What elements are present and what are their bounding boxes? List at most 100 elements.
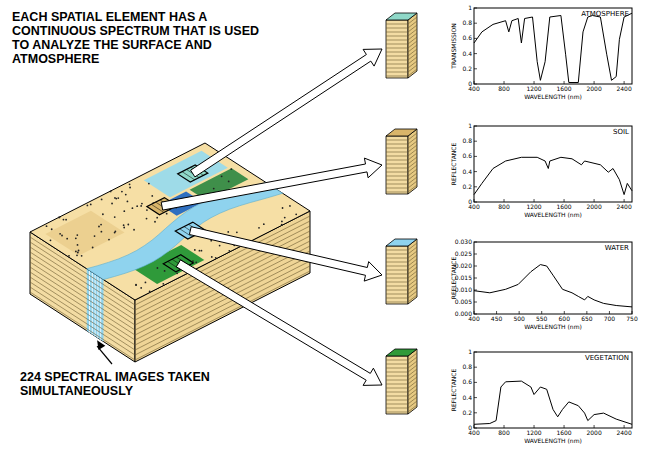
drawing-stroke	[211, 256, 213, 258]
drawing-stroke	[65, 219, 67, 221]
tick-label: 400	[468, 316, 479, 322]
drawing-stroke	[386, 192, 408, 193]
drawing-stroke	[408, 145, 417, 152]
tick-label: 0.030	[455, 239, 472, 245]
drawing-stroke	[408, 353, 417, 360]
tick-mark	[624, 199, 625, 202]
drawing-stroke	[408, 177, 417, 184]
tick-label: 1200	[526, 430, 541, 436]
drawing-stroke	[30, 282, 135, 350]
tick-label: 0.2	[462, 410, 472, 416]
drawing-stroke	[408, 29, 417, 36]
tick-label: 1	[468, 5, 472, 11]
drawing-stroke	[386, 176, 408, 177]
tick-mark	[624, 425, 625, 428]
tick-mark	[504, 425, 505, 428]
drawing-stroke	[219, 245, 221, 247]
drawing-stroke	[408, 57, 417, 64]
drawing-stroke	[157, 267, 159, 269]
pixel-stack	[386, 246, 408, 304]
tick-label: 2000	[586, 430, 601, 436]
drawing-stroke	[145, 282, 147, 284]
drawing-stroke	[89, 271, 90, 333]
spectrum-curve	[474, 381, 632, 424]
drawing-stroke	[123, 227, 125, 229]
tick-mark	[534, 81, 535, 84]
drawing-stroke	[386, 140, 408, 141]
tick-mark	[564, 81, 565, 84]
drawing-stroke	[213, 188, 215, 190]
drawing-stroke	[408, 17, 417, 24]
drawing-stroke	[176, 272, 178, 274]
drawing-stroke	[386, 282, 408, 283]
tick-mark	[474, 171, 477, 172]
drawing-stroke	[408, 243, 417, 250]
tick-mark	[474, 141, 477, 142]
drawing-stroke	[408, 373, 417, 380]
tick-label: 0.6	[462, 379, 472, 385]
tick-mark	[594, 81, 595, 84]
drawing-stroke	[408, 357, 417, 364]
drawing-stroke	[386, 168, 408, 169]
tick-mark	[474, 199, 475, 202]
drawing-stroke	[386, 388, 408, 389]
tick-mark	[474, 53, 477, 54]
tick-mark	[474, 186, 477, 187]
drawing-stroke	[162, 283, 164, 285]
drawing-stroke	[408, 361, 417, 368]
drawing-stroke	[61, 235, 63, 237]
drawing-stroke	[140, 287, 142, 289]
drawing-stroke	[63, 219, 65, 221]
drawing-stroke	[386, 152, 408, 153]
drawing-stroke	[408, 263, 417, 270]
drawing-stroke	[386, 164, 408, 165]
drawing-stroke	[151, 195, 153, 197]
tick-mark	[474, 81, 475, 84]
pixel-stack	[386, 20, 408, 78]
tick-label: 400	[468, 430, 479, 436]
tick-mark	[474, 425, 475, 428]
drawing-stroke	[90, 204, 92, 206]
drawing-stroke	[386, 376, 408, 377]
drawing-stroke	[408, 181, 417, 188]
tick-label: 0.4	[462, 169, 472, 175]
tick-mark	[594, 425, 595, 428]
tick-mark	[474, 382, 477, 383]
drawing-stroke	[408, 149, 417, 156]
drawing-stroke	[408, 377, 417, 384]
drawing-stroke	[68, 255, 70, 257]
drawing-stroke	[164, 270, 166, 272]
tick-mark	[474, 311, 475, 314]
tick-label: 800	[498, 86, 509, 92]
drawing-stroke	[408, 53, 417, 60]
drawing-stroke	[386, 188, 408, 189]
drawing-stroke	[146, 218, 148, 220]
tick-mark	[496, 311, 497, 314]
chart-frame	[474, 242, 632, 314]
drawing-stroke	[386, 144, 408, 145]
drawing-stroke	[76, 254, 78, 256]
drawing-stroke	[50, 239, 52, 241]
drawing-stroke	[408, 21, 417, 28]
drawing-stroke	[386, 156, 408, 157]
tick-mark	[474, 412, 477, 413]
axis-title: WAVELENGTH (nm)	[524, 438, 582, 444]
tick-label: 0.015	[455, 275, 472, 281]
drawing-stroke	[77, 244, 79, 246]
drawing-stroke	[386, 250, 408, 251]
drawing-stroke	[408, 173, 417, 180]
drawing-stroke	[408, 157, 417, 164]
drawing-stroke	[408, 69, 417, 76]
drawing-stroke	[408, 393, 417, 400]
tick-mark	[474, 428, 477, 429]
chart-frame	[474, 126, 632, 202]
tick-label: 0.4	[462, 395, 472, 401]
field-patch	[45, 211, 124, 256]
tick-label: 1600	[556, 430, 571, 436]
tick-mark	[474, 8, 477, 9]
drawing-stroke	[101, 199, 103, 201]
tick-mark	[632, 311, 633, 314]
tick-mark	[474, 38, 477, 39]
drawing-stroke	[386, 68, 408, 69]
tick-mark	[504, 199, 505, 202]
